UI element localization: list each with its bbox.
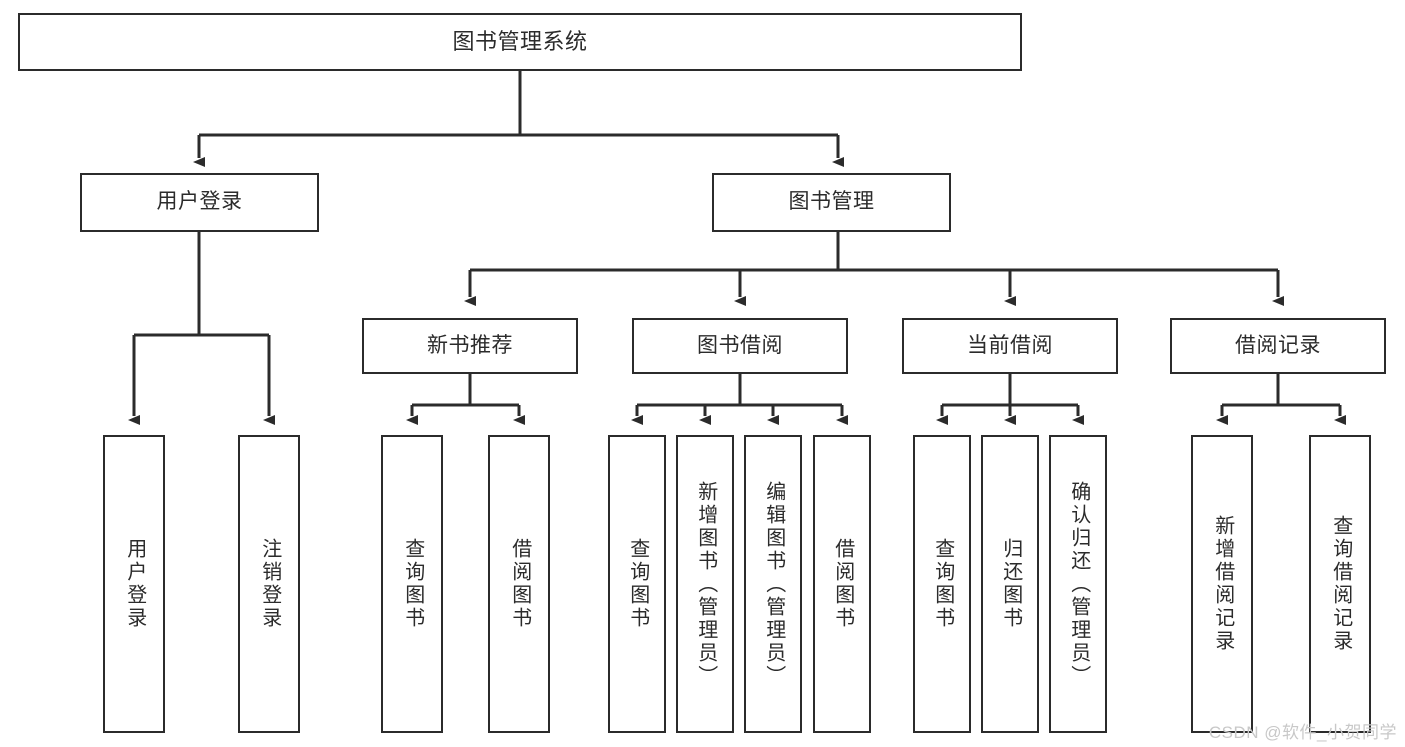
node-label: 新增图书（管理员） — [694, 480, 717, 688]
leaf-new-book-query-books[interactable]: 查询图书 — [381, 435, 443, 733]
leaf-current-borrow-confirm-return-admin[interactable]: 确认归还（管理员） — [1049, 435, 1107, 733]
node-label: 用户登录 — [156, 190, 243, 214]
leaf-user-login-login[interactable]: 用户登录 — [103, 435, 165, 733]
node-label: 确认归还（管理员） — [1067, 480, 1090, 688]
leaf-book-borrow-borrow-books[interactable]: 借阅图书 — [813, 435, 871, 733]
node-label: 查询借阅记录 — [1329, 515, 1352, 653]
node-label: 编辑图书（管理员） — [762, 480, 785, 688]
node-label: 查询图书 — [626, 538, 649, 630]
node-label: 新增借阅记录 — [1211, 515, 1234, 653]
leaf-book-borrow-edit-book-admin[interactable]: 编辑图书（管理员） — [744, 435, 802, 733]
node-label: 图书管理 — [788, 190, 875, 214]
leaf-user-login-logout[interactable]: 注销登录 — [238, 435, 300, 733]
node-label: 借阅记录 — [1235, 333, 1321, 357]
node-label: 图书管理系统 — [452, 29, 588, 55]
node-label: 当前借阅 — [967, 333, 1053, 357]
node-label: 新书推荐 — [427, 333, 513, 357]
leaf-book-borrow-query-books[interactable]: 查询图书 — [608, 435, 666, 733]
node-new-book-recommend[interactable]: 新书推荐 — [362, 318, 578, 374]
node-book-management-system[interactable]: 图书管理系统 — [18, 13, 1022, 71]
leaf-borrow-record-query-record[interactable]: 查询借阅记录 — [1309, 435, 1371, 733]
node-label: 图书借阅 — [697, 333, 783, 357]
node-label: 借阅图书 — [831, 538, 854, 630]
leaf-current-borrow-query-books[interactable]: 查询图书 — [913, 435, 971, 733]
node-label: 查询图书 — [931, 538, 954, 630]
leaf-current-borrow-return-books[interactable]: 归还图书 — [981, 435, 1039, 733]
node-user-login[interactable]: 用户登录 — [80, 173, 319, 232]
node-label: 用户登录 — [123, 538, 146, 630]
node-label: 借阅图书 — [508, 538, 531, 630]
leaf-borrow-record-add-record[interactable]: 新增借阅记录 — [1191, 435, 1253, 733]
node-label: 注销登录 — [258, 538, 281, 630]
leaf-book-borrow-add-book-admin[interactable]: 新增图书（管理员） — [676, 435, 734, 733]
node-borrow-record[interactable]: 借阅记录 — [1170, 318, 1386, 374]
leaf-new-book-borrow-books[interactable]: 借阅图书 — [488, 435, 550, 733]
node-book-borrow[interactable]: 图书借阅 — [632, 318, 848, 374]
node-label: 归还图书 — [999, 538, 1022, 630]
node-book-management[interactable]: 图书管理 — [712, 173, 951, 232]
node-label: 查询图书 — [401, 538, 424, 630]
node-current-borrow[interactable]: 当前借阅 — [902, 318, 1118, 374]
